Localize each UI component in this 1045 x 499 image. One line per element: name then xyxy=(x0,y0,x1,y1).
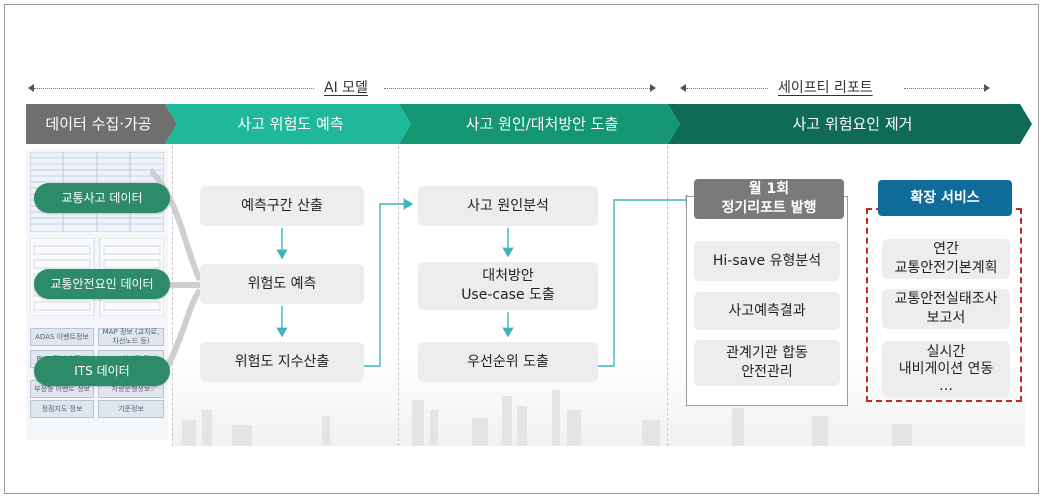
step-priority: 우선순위 도출 xyxy=(418,342,598,382)
step-risk-index: 위험도 지수산출 xyxy=(200,342,364,382)
step-cause-analysis: 사고 원인분석 xyxy=(418,186,598,226)
pill-accident-data: 교통사고 데이터 xyxy=(34,183,170,213)
stage-chevron-1 xyxy=(26,104,177,144)
cityscape-decoration xyxy=(182,390,912,446)
stage-label-4: 사고 위험요인 제거 xyxy=(792,115,913,133)
report-item-hisave: Hi-save 유형분석 xyxy=(694,241,840,281)
pill-safety-factor-data: 교통안전요인 데이터 xyxy=(34,269,170,299)
thumb-adas: ADAS 이벤트정보 xyxy=(30,328,94,346)
stage-label-3: 사고 원인/대처방안 도출 xyxy=(465,115,619,133)
step-segment-calc: 예측구간 산출 xyxy=(200,186,364,226)
column-divider-3 xyxy=(667,146,668,446)
arrow-pred-to-cause xyxy=(364,198,414,367)
report-right-arrowhead xyxy=(984,84,990,92)
extended-item-navigation: 실시간 내비게이션 연동 … xyxy=(882,341,1010,397)
thumb-map-data: 정점지도 정보 xyxy=(30,400,94,418)
extended-item-survey: 교통안전실태조사 보고서 xyxy=(882,289,1010,329)
thumb-standard: 기준정보 xyxy=(98,400,164,418)
column-divider-2 xyxy=(398,146,399,446)
step-risk-prediction: 위험도 예측 xyxy=(200,264,364,304)
stage-label-1: 데이터 수집·가공 xyxy=(45,115,152,133)
arrow-cause-to-report xyxy=(598,194,696,367)
report-header: 월 1회 정기리포트 발행 xyxy=(694,179,844,219)
extended-item-plan: 연간 교통안전기본계획 xyxy=(882,239,1010,279)
report-left-dotline xyxy=(686,88,768,89)
diagram-frame xyxy=(4,4,1039,494)
stage-label-2: 사고 위험도 예측 xyxy=(237,115,344,133)
pill-its-data: ITS 데이터 xyxy=(34,356,170,386)
column-divider-1 xyxy=(172,146,173,446)
thumb-map: MAP 정보 (교차로, 차선노드 등) xyxy=(98,328,164,346)
stage-chevron-2 xyxy=(165,104,411,144)
extended-header: 확장 서비스 xyxy=(878,180,1012,216)
report-item-prediction: 사고예측결과 xyxy=(694,292,840,330)
safety-report-label: 세이프티 리포트 xyxy=(772,77,879,97)
report-item-joint: 관계기관 합동 안전관리 xyxy=(694,340,840,386)
ai-model-left-dotline xyxy=(34,88,314,89)
step-usecase: 대처방안 Use-case 도출 xyxy=(418,262,598,310)
ai-model-left-arrowhead xyxy=(28,84,34,92)
report-right-dotline xyxy=(904,88,984,89)
ai-model-label: AI 모델 xyxy=(318,77,374,97)
ai-model-right-arrowhead xyxy=(650,84,656,92)
stage-chevron-3 xyxy=(399,104,680,144)
ai-model-right-dotline xyxy=(384,88,650,89)
stage-chevron-4 xyxy=(668,104,1032,144)
report-left-arrowhead xyxy=(680,84,686,92)
